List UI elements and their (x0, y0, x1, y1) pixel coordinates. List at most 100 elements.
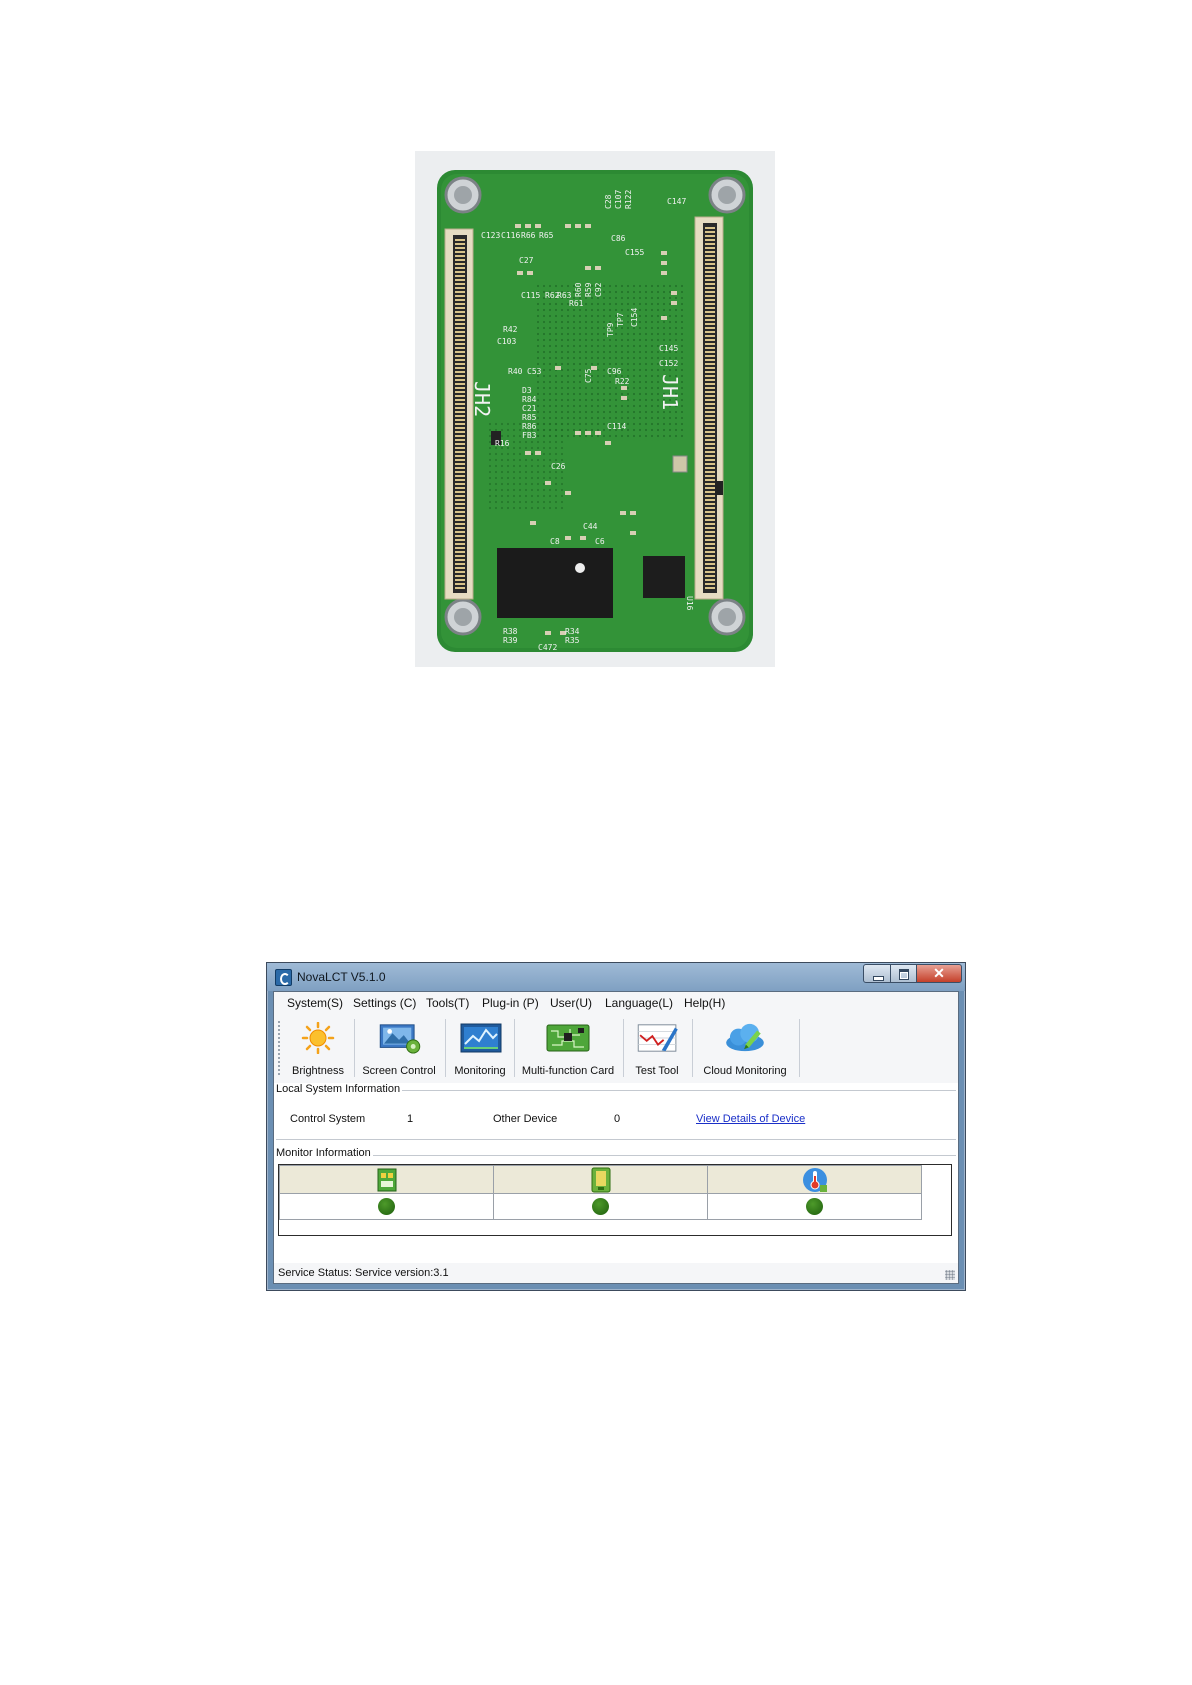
right-connector (694, 216, 724, 600)
pcb-label: R39 (503, 636, 518, 645)
pcb-label: C155 (625, 248, 644, 257)
pcb-label: D3 (522, 386, 532, 395)
control-system-label: Control System (290, 1113, 366, 1125)
toolbar-separator (354, 1019, 355, 1077)
group-divider (276, 1139, 956, 1140)
other-device-value: 0 (614, 1113, 621, 1125)
status-ok-icon (806, 1197, 823, 1215)
pcb-label: C28 (604, 194, 613, 209)
monitor-header-cell (707, 1165, 922, 1194)
sun-icon (301, 1022, 335, 1054)
brightness-label: Brightness (292, 1065, 344, 1077)
client-area: System(S) Settings (C) Tools(T) Plug-in … (273, 991, 959, 1284)
monitor-status-cell (707, 1193, 922, 1220)
group-divider (276, 1090, 956, 1091)
pcb-label: C26 (551, 462, 566, 471)
pcb-label: C107 (614, 190, 623, 209)
pcb-label: C114 (607, 422, 626, 431)
control-system-value: 1 (407, 1113, 414, 1125)
minimize-button[interactable] (863, 964, 891, 983)
monitor-table (279, 1165, 922, 1220)
pcb-label: C44 (583, 522, 598, 531)
pcb-label: C8 (550, 537, 560, 546)
resize-grip-icon[interactable] (945, 1270, 955, 1280)
monitor-status-cell (493, 1193, 708, 1220)
monitoring-icon (460, 1023, 502, 1053)
pcb-label: U16 (685, 596, 694, 611)
maximize-button[interactable] (890, 964, 917, 983)
pcb-board-image: JH2 JH1 C472 C53 R40 C96 D3 R84 C21 R85 … (437, 170, 753, 652)
monitor-status-row (279, 1193, 922, 1220)
monitor-header-cell (279, 1165, 494, 1194)
monitoring-button[interactable]: Monitoring (449, 1018, 511, 1080)
thermometer-icon (802, 1167, 827, 1192)
cloud-monitoring-button[interactable]: Cloud Monitoring (695, 1018, 795, 1080)
pcb-label-jh2: JH2 (470, 381, 494, 417)
status-ok-icon (592, 1197, 609, 1215)
circuit-card-icon (546, 1024, 590, 1052)
sending-card-icon (591, 1167, 610, 1192)
menu-system[interactable]: System(S) (287, 996, 344, 1010)
test-tool-button[interactable]: Test Tool (626, 1018, 688, 1080)
pcb-label: TP9 (606, 322, 615, 337)
pcb-label: FB3 (522, 431, 537, 440)
app-logo-icon (275, 969, 292, 986)
toolbar-separator (799, 1019, 800, 1077)
screen-control-button[interactable]: Screen Control (358, 1018, 440, 1080)
pcb-label: C75 (584, 368, 593, 383)
multi-function-card-button[interactable]: Multi-function Card (517, 1018, 619, 1080)
status-ok-icon (378, 1197, 395, 1215)
close-button[interactable]: ✕ (916, 964, 962, 983)
monitoring-label: Monitoring (454, 1065, 506, 1077)
toolbar-separator (514, 1019, 515, 1077)
chart-test-icon (637, 1024, 678, 1052)
brightness-button[interactable]: Brightness (286, 1018, 350, 1080)
toolbar: Brightness Screen Control (274, 1015, 958, 1083)
pcb-label: C154 (630, 308, 639, 327)
menu-language[interactable]: Language(L) (605, 996, 674, 1010)
pcb-label: R16 (495, 439, 510, 448)
left-connector (444, 228, 474, 600)
pcb-label: C21 (522, 404, 537, 413)
pcb-label: C472 (538, 643, 557, 652)
menu-settings[interactable]: Settings (C) (353, 996, 417, 1010)
monitor-status-cell (279, 1193, 494, 1220)
pcb-label: R62 (545, 291, 560, 300)
pcb-label: C115 (521, 291, 540, 300)
menu-tools[interactable]: Tools(T) (426, 996, 470, 1010)
pcb-label: R34 (565, 627, 580, 636)
cloud-monitoring-label: Cloud Monitoring (703, 1065, 787, 1077)
pcb-label: R40 (508, 367, 523, 376)
mounting-hole (444, 176, 482, 214)
pcb-label: R122 (624, 190, 633, 209)
menu-user[interactable]: User(U) (550, 996, 592, 1010)
toolbar-separator (623, 1019, 624, 1077)
multi-function-card-label: Multi-function Card (521, 1065, 615, 1077)
toolbar-grip[interactable] (278, 1021, 280, 1077)
service-status-text: Service Status: Service version:3.1 (278, 1267, 449, 1279)
pcb-label: R59 (584, 282, 593, 297)
menu-help[interactable]: Help(H) (684, 996, 726, 1010)
pcb-label: R86 (522, 422, 537, 431)
monitor-group-title: Monitor Information (276, 1147, 373, 1159)
main-chip (497, 548, 613, 618)
menu-plugin[interactable]: Plug-in (P) (482, 996, 539, 1010)
pcb-label: R65 (539, 231, 554, 240)
pcb-label: R63 (557, 291, 572, 300)
close-icon: ✕ (933, 965, 945, 981)
screen-control-icon (379, 1024, 421, 1054)
pcb-label: R42 (503, 325, 518, 334)
receiving-card-icon (377, 1168, 396, 1191)
pcb-label: C103 (497, 337, 516, 346)
title-bar[interactable]: NovaLCT V5.1.0 ✕ (267, 963, 965, 991)
pcb-label: C53 (527, 367, 542, 376)
qfn-chip (643, 556, 685, 598)
toolbar-separator (692, 1019, 693, 1077)
view-details-link[interactable]: View Details of Device (696, 1113, 806, 1125)
pcb-label: R60 (574, 282, 583, 297)
pcb-label: R22 (615, 377, 630, 386)
pcb-label: R61 (569, 299, 584, 308)
pcb-label-jh1: JH1 (658, 374, 682, 410)
pcb-label: C145 (659, 344, 678, 353)
other-device-label: Other Device (493, 1113, 558, 1125)
